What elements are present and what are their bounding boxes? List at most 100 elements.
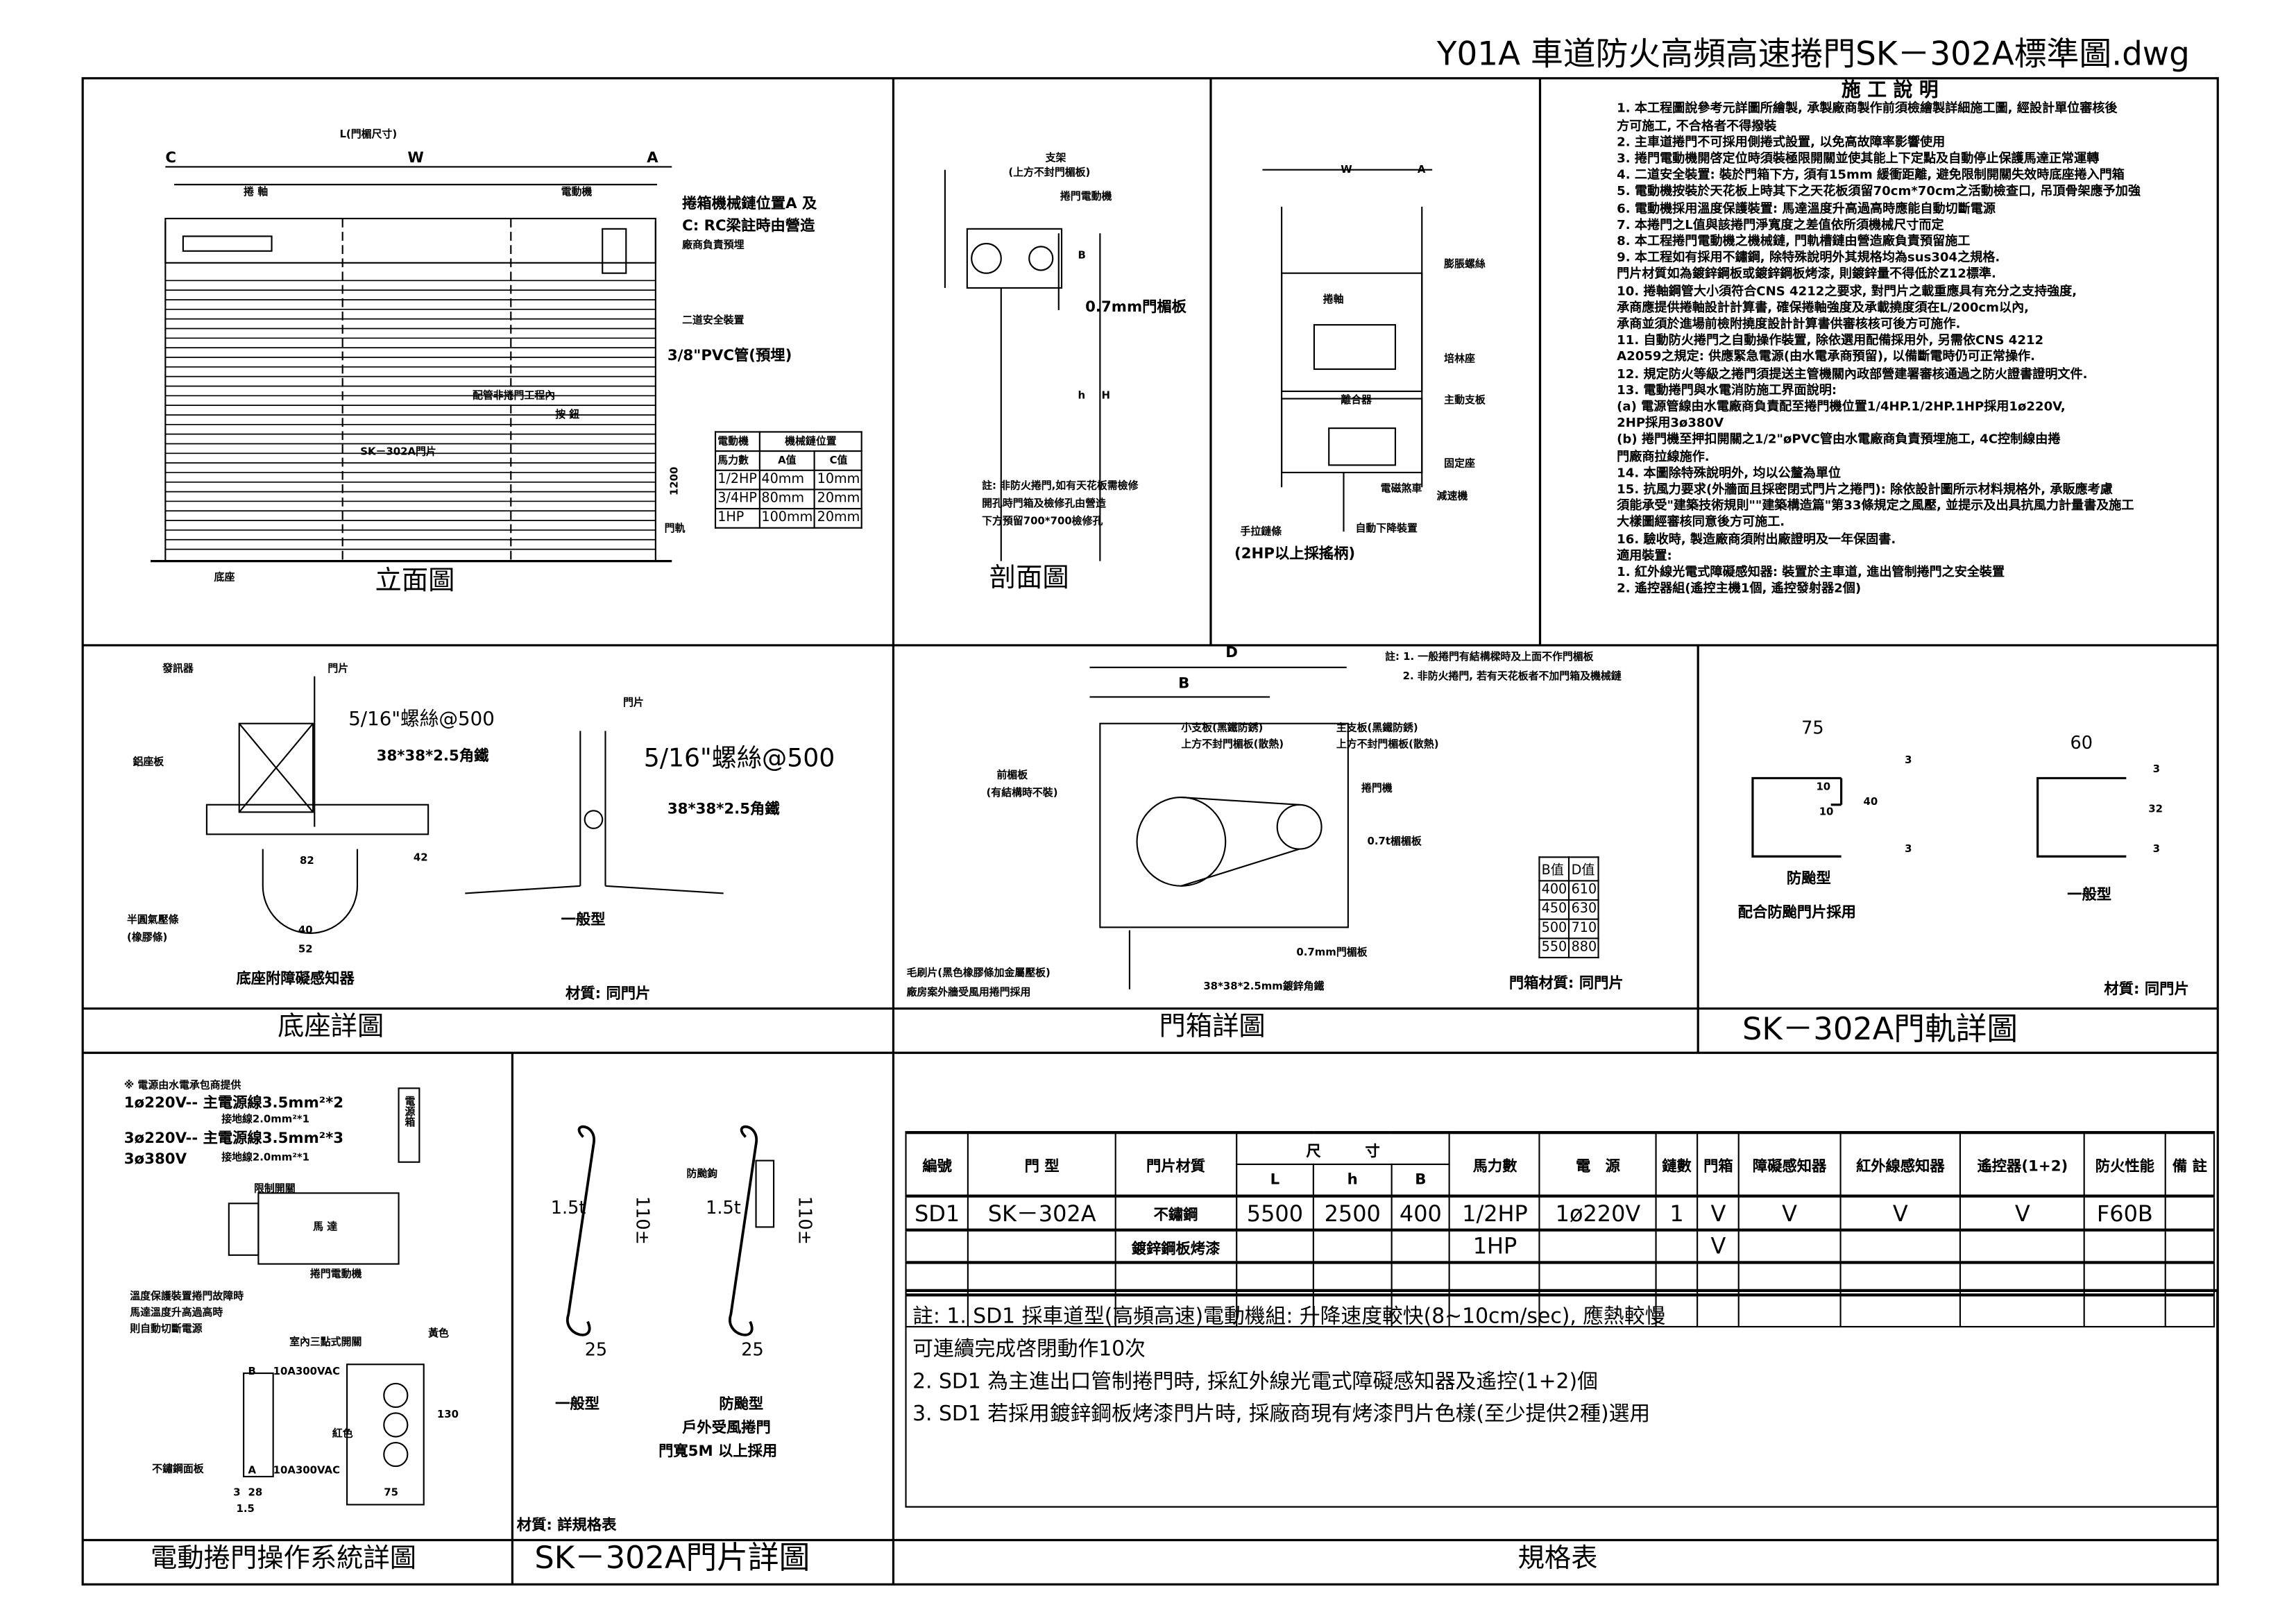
- spec-cell: [1235, 1229, 1315, 1264]
- spec-cell: [2164, 1294, 2215, 1328]
- width-2: 25: [741, 1339, 764, 1360]
- base-detail-drawing: [205, 676, 724, 934]
- motor-label: 馬 達: [313, 1221, 338, 1233]
- section-note-3: 下方預留700*700檢修孔: [982, 515, 1103, 527]
- table-header: 電動機: [714, 431, 760, 452]
- spec-header: 備 註: [2164, 1132, 2215, 1197]
- dim-1-5: 1.5: [236, 1503, 255, 1515]
- construction-notes: 施 工 說 明 1. 本工程圖說參考元詳圖所繪製, 承製廠商製作前須檢繪製詳細施…: [1565, 79, 2215, 599]
- spec-cell: SD1: [905, 1195, 969, 1231]
- table-cell: 400: [1538, 880, 1570, 901]
- note-item: (a) 電源管線由水電廠商負責配至捲門機位置1/4HP.1/2HP.1HP採用1…: [1617, 400, 2066, 415]
- dim-d: D: [1225, 645, 1238, 662]
- notes-list: 1. 本工程圖說參考元詳圖所繪製, 承製廠商製作前須檢繪製詳細施工圖, 經設計單…: [1617, 102, 2215, 598]
- dim-3c: 3: [2152, 763, 2160, 776]
- note-item: 須能承受"建築技術規則""建築構造篇"第33條規定之風壓, 並提示及出具抗風力計…: [1617, 499, 2134, 514]
- base-caption: 底座附障礙感知器: [236, 971, 355, 988]
- dim-H: H: [1101, 389, 1110, 402]
- plate-label: 0.7mm門楣板: [1296, 946, 1368, 959]
- spec-header: 遙控器(1+2): [1959, 1132, 2085, 1197]
- dim-52: 52: [298, 943, 313, 955]
- button-label: 按 鈕: [555, 409, 580, 421]
- drawing-title: Y01A 車道防火高頻高速捲門SK－302A標準圖.dwg: [1436, 37, 2190, 74]
- spec-cell: V: [1697, 1195, 1740, 1231]
- material-label: 材質: 同門片: [566, 986, 651, 1003]
- pvc-label: 3/8"PVC管(預埋): [667, 348, 792, 365]
- panel-label-control: 電動捲門操作系統詳圖: [151, 1543, 417, 1574]
- door-slats: [165, 280, 656, 550]
- spec-cell: [1959, 1294, 2085, 1328]
- wind-type-label: 防颱型: [1786, 871, 1831, 887]
- note-item: 2HP採用3ø380V: [1617, 416, 1724, 432]
- spec-header: 紅外線感知器: [1839, 1132, 1962, 1197]
- spec-cell: 1HP: [1449, 1229, 1541, 1264]
- note-item: 1. 本工程圖說參考元詳圖所繪製, 承製廠商製作前須檢繪製詳細施工圖, 經設計單…: [1617, 102, 2118, 117]
- limit-switch-label: 限制開關: [254, 1182, 296, 1195]
- spec-cell: 鍍鋅鋼板烤漆: [1114, 1229, 1237, 1264]
- clutch-label: 離合器: [1341, 394, 1372, 407]
- slat-material-label: 材質: 詳規格表: [516, 1518, 617, 1534]
- table-cell: 1/2HP: [714, 469, 760, 491]
- spec-cell: 1/2HP: [1449, 1195, 1541, 1231]
- dim-60: 60: [2070, 732, 2093, 754]
- bearing-label: 培林座: [1444, 352, 1475, 365]
- slat-drawing: [566, 1125, 775, 1336]
- spec-cell: [1959, 1229, 2085, 1264]
- note-item: 16. 驗收時, 製造廠商須附出廠證明及一年保固書.: [1617, 532, 1896, 547]
- terminal-a: A: [248, 1464, 257, 1477]
- notes-heading: 施 工 說 明: [1842, 79, 1939, 102]
- thickness-2: 1.5t: [706, 1197, 741, 1218]
- spec-cell: [1539, 1229, 1657, 1264]
- note-item: 15. 抗風力要求(外牆面且採密閉式門片之捲門): 除依設計圖所示材料規格外, …: [1617, 482, 2113, 498]
- spec-cell: V: [1839, 1195, 1962, 1231]
- relay-a-label: 10A300VAC: [273, 1464, 341, 1477]
- bracket-label: 主動支板: [1444, 394, 1486, 407]
- spec-cell: 2500: [1313, 1195, 1393, 1231]
- spec-cell: [1655, 1229, 1699, 1264]
- spec-header: 尺 寸: [1235, 1132, 1451, 1165]
- section-note-1: 註: 非防火捲門,如有天花板需檢修: [982, 479, 1139, 492]
- note-item: 承商並須於進場前檢附撓度設計計算書供審核核可後方可施作.: [1617, 317, 1961, 332]
- dim-32: 32: [2148, 803, 2163, 815]
- base-label: 底座: [214, 571, 235, 584]
- table-cell: 710: [1568, 918, 1600, 940]
- motor-note: 捲門電動機: [309, 1268, 362, 1280]
- note-item: 方可施工, 不合格者不得撥裝: [1617, 119, 1777, 134]
- terminal-b: B: [248, 1366, 256, 1378]
- spec-header-dim: B: [1391, 1163, 1451, 1197]
- door-label: 門片: [328, 663, 349, 675]
- spec-cell: SK－302A: [967, 1195, 1116, 1231]
- spec-header: 門 型: [967, 1132, 1116, 1197]
- table-cell: 80mm: [758, 488, 816, 510]
- note-item: 2. 遙控器組(遙控主機1個, 遙控發射器2個): [1617, 581, 1862, 597]
- hook-label: 防颱鉤: [686, 1168, 718, 1180]
- h1200-label: 1200: [668, 466, 681, 496]
- dim-b: B: [1078, 249, 1086, 262]
- table-cell: 10mm: [814, 469, 863, 491]
- panel-label-spec: 規格表: [1517, 1543, 1598, 1574]
- ground-2: 接地線2.0mm²*1: [221, 1151, 310, 1164]
- spec-note: 2. SD1 為主進出口管制捲門時, 採紅外線光電式障礙感知器及遙控(1+2)個: [912, 1370, 1598, 1394]
- table-subheader: 馬力數: [714, 450, 760, 471]
- panel-label-slat: SK－302A門片詳圖: [534, 1540, 810, 1576]
- door-label: SK－302A門片: [360, 445, 436, 458]
- note-item: 9. 本工程如有採用不鏽鋼, 除特殊說明外其規格均為sus304之規格.: [1617, 251, 2000, 266]
- section-note-2: 開孔時門箱及檢修孔由營造: [982, 498, 1106, 510]
- height-2: 110±: [794, 1196, 815, 1246]
- dim-3d: 3: [2152, 843, 2160, 856]
- relay-b-label: 10A300VAC: [273, 1366, 341, 1378]
- door-box-drawing: [1089, 666, 1349, 989]
- dim-h: h: [1078, 389, 1086, 402]
- small-bracket-label: 小支板(黑鐵防銹): [1181, 722, 1264, 734]
- wind-type-note: 配合防颱門片採用: [1737, 905, 1856, 921]
- front-plate-note: (有結構時不裝): [986, 787, 1058, 799]
- fixed-label: 固定座: [1444, 457, 1475, 470]
- dim-28: 28: [248, 1486, 263, 1499]
- spec-cell: [1114, 1294, 1237, 1328]
- dim-3: 3: [233, 1486, 241, 1499]
- panel-label-base: 底座詳圖: [278, 1011, 384, 1043]
- spec-cell: [1391, 1294, 1451, 1328]
